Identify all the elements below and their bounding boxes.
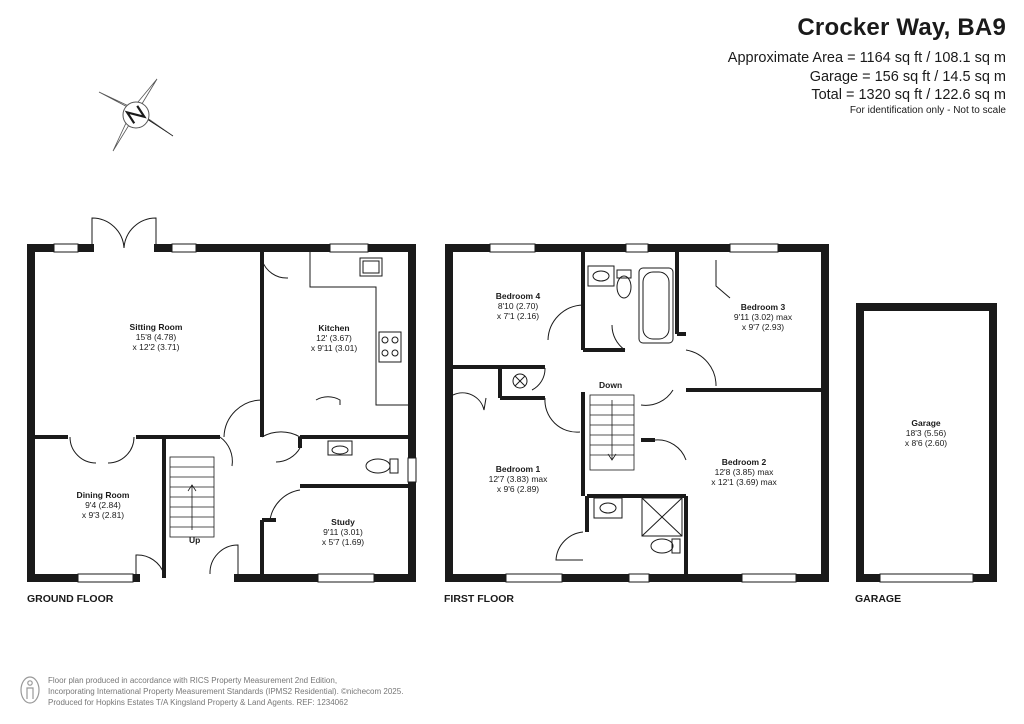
room-dim-1: 12'8 (3.85) max [714,467,774,477]
room-name: Dining Room [76,490,130,500]
room-dim-2: x 12'1 (3.69) max [711,477,777,487]
room-dim-2: x 7'1 (2.16) [496,311,540,321]
room-bedroom-3: Bedroom 3 9'11 (3.02) max x 9'7 (2.93) [734,302,792,332]
room-bedroom-1: Bedroom 1 12'7 (3.83) max x 9'6 (2.89) [489,464,548,494]
room-name: Sitting Room [129,322,183,332]
room-dim-1: 9'4 (2.84) [85,500,121,510]
room-name: Bedroom 2 [721,457,767,467]
room-garage: Garage 18'3 (5.56) x 8'6 (2.60) [905,418,947,448]
room-dining-room: Dining Room 9'4 (2.84) x 9'3 (2.81) [77,490,130,520]
room-dim-2: x 8'6 (2.60) [904,438,948,448]
stairs-down-label: Down [599,380,623,390]
room-dim-2: x 12'2 (3.71) [132,342,180,352]
stairs-up-label: Up [189,535,201,545]
room-name: Kitchen [318,323,350,333]
footer-line-2: Incorporating International Property Mea… [48,687,404,696]
identification-note: For identification only - Not to scale [849,105,1006,116]
room-dim-1: 15'8 (4.78) [135,332,177,342]
room-study: Study 9'11 (3.01) x 5'7 (1.69) [322,517,364,547]
room-dim-2: x 9'3 (2.81) [81,510,125,520]
total-area: Total = 1320 sq ft / 122.6 sq m [811,87,1006,103]
garage-plan [856,303,997,583]
footer-line-3: Produced for Hopkins Estates T/A Kingsla… [48,698,349,707]
room-dim-2: x 9'11 (3.01) [310,343,358,353]
room-name: Garage [911,418,941,428]
room-kitchen: Kitchen 12' (3.67) x 9'11 (3.01) [311,323,357,353]
first-floor-plan [445,243,829,583]
room-dim-1: 9'11 (3.02) max [733,312,793,322]
property-title: Crocker Way, BA9 [797,14,1006,41]
room-dim-1: 12'7 (3.83) max [488,474,548,484]
room-name: Bedroom 4 [495,291,541,301]
garage-label: GARAGE [855,593,902,605]
ground-floor-label: GROUND FLOOR [27,593,114,605]
room-dim-1: 9'11 (3.01) [323,527,363,537]
north-arrow-icon [98,78,174,152]
garage-area: Garage = 156 sq ft / 14.5 sq m [809,69,1006,85]
first-floor-label: FIRST FLOOR [444,593,514,605]
room-dim-2: x 5'7 (1.69) [321,537,365,547]
room-name: Study [331,517,355,527]
footer-line-1: Floor plan produced in accordance with R… [48,676,338,685]
ground-floor-plan [27,217,417,583]
room-bedroom-2: Bedroom 2 12'8 (3.85) max x 12'1 (3.69) … [711,457,776,487]
room-dim-1: 12' (3.67) [316,333,352,343]
room-dim-2: x 9'6 (2.89) [496,484,540,494]
room-name: Bedroom 1 [495,464,541,474]
room-dim-1: 18'3 (5.56) [905,428,947,438]
room-dim-1: 8'10 (2.70) [497,301,539,311]
approximate-area: Approximate Area = 1164 sq ft / 108.1 sq… [727,50,1006,66]
person-icon [20,676,40,704]
room-dim-2: x 9'7 (2.93) [741,322,785,332]
room-name: Bedroom 3 [740,302,786,312]
room-sitting-room: Sitting Room 15'8 (4.78) x 12'2 (3.71) [130,322,183,352]
room-bedroom-4: Bedroom 4 8'10 (2.70) x 7'1 (2.16) [496,291,540,321]
